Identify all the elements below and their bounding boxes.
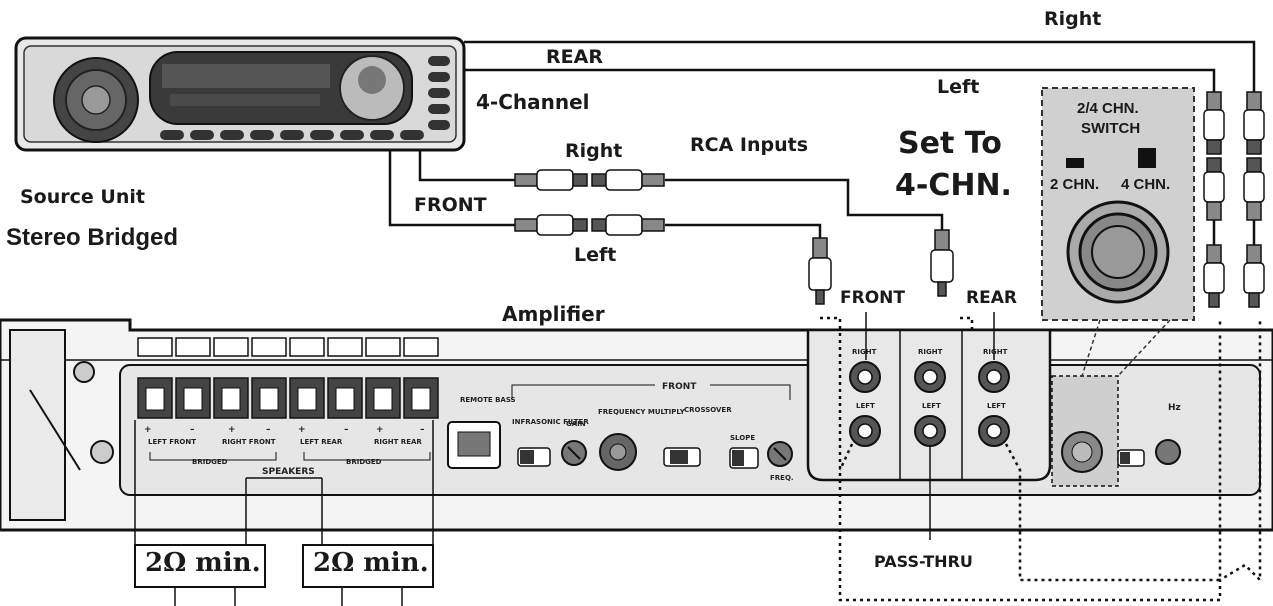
label-jack-right-2: RIGHT: [918, 348, 943, 356]
label-amplifier: Amplifier: [502, 302, 605, 326]
label-right-front: RIGHT FRONT: [222, 438, 276, 446]
label-jack-left-3: LEFT: [987, 402, 1006, 410]
label-crossover: CROSSOVER: [684, 406, 732, 414]
rca-plugs: [808, 91, 1265, 308]
svg-text:+: +: [144, 425, 152, 435]
label-load-right: 2Ω min.: [313, 548, 429, 578]
label-bridged-front: BRIDGED: [192, 458, 228, 466]
label-jack-right-3: RIGHT: [983, 348, 1008, 356]
label-set-to-4chn: 4-CHN.: [895, 168, 1012, 203]
svg-text:+: +: [298, 425, 306, 435]
front-wires: [388, 150, 944, 238]
svg-text:+: +: [376, 425, 384, 435]
switch-inset: [1041, 87, 1195, 377]
label-slope: SLOPE: [730, 434, 755, 442]
label-infrasonic: INFRASONIC FILTER: [512, 418, 589, 426]
label-jack-left-2: LEFT: [922, 402, 941, 410]
label-switch-title-2: SWITCH: [1081, 120, 1141, 137]
svg-text:–: –: [344, 425, 349, 435]
label-left-top: Left: [937, 76, 980, 98]
label-left-rear: LEFT REAR: [300, 438, 343, 446]
label-rca-right: Right: [565, 140, 623, 162]
label-freq: FREQ.: [770, 474, 794, 482]
label-jack-right-1: RIGHT: [852, 348, 877, 356]
label-front-inputs: FRONT: [840, 288, 905, 308]
label-right-top: Right: [1044, 8, 1102, 30]
label-freq-multiply: FREQUENCY MULTIPLY: [598, 408, 686, 416]
label-stereo-bridged: Stereo Bridged: [6, 224, 179, 251]
label-rca-inputs: RCA Inputs: [690, 134, 809, 156]
label-pass-thru: PASS-THRU: [874, 552, 973, 571]
label-remote-bass: REMOTE BASS: [460, 396, 516, 404]
svg-text:–: –: [266, 425, 271, 435]
label-set-to: Set To: [898, 126, 1002, 161]
label-switch-2chn: 2 CHN.: [1050, 176, 1100, 193]
svg-text:–: –: [190, 425, 195, 435]
label-gain: GAIN: [566, 420, 586, 428]
rear-wires: [464, 40, 1256, 92]
label-speakers: SPEAKERS: [262, 467, 315, 477]
label-rear-top: REAR: [546, 46, 603, 68]
label-hz: Hz: [1168, 403, 1181, 413]
label-switch-title-1: 2/4 CHN.: [1077, 100, 1139, 117]
label-front-wire: FRONT: [414, 194, 487, 216]
label-bridged-rear: BRIDGED: [346, 458, 382, 466]
label-rear-inputs: REAR: [966, 288, 1017, 308]
label-switch-4chn: 4 CHN.: [1121, 176, 1171, 193]
label-jack-left-1: LEFT: [856, 402, 875, 410]
amplifier: + – + – + – + – LEFT FRONT RIGHT FRONT LEFT …: [0, 312, 1273, 540]
label-four-channel: 4-Channel: [476, 90, 590, 114]
label-front-section: FRONT: [662, 382, 697, 392]
label-rca-left: Left: [574, 244, 617, 266]
label-source-unit: Source Unit: [20, 186, 145, 208]
svg-text:–: –: [420, 425, 425, 435]
speaker-loads: [134, 420, 434, 606]
pass-thru-wires: [820, 316, 1262, 602]
svg-text:+: +: [228, 425, 236, 435]
label-left-front: LEFT FRONT: [148, 438, 196, 446]
label-load-left: 2Ω min.: [145, 548, 261, 578]
rca-connectors: [514, 169, 665, 236]
label-right-rear: RIGHT REAR: [374, 438, 422, 446]
source-unit: [14, 36, 466, 152]
